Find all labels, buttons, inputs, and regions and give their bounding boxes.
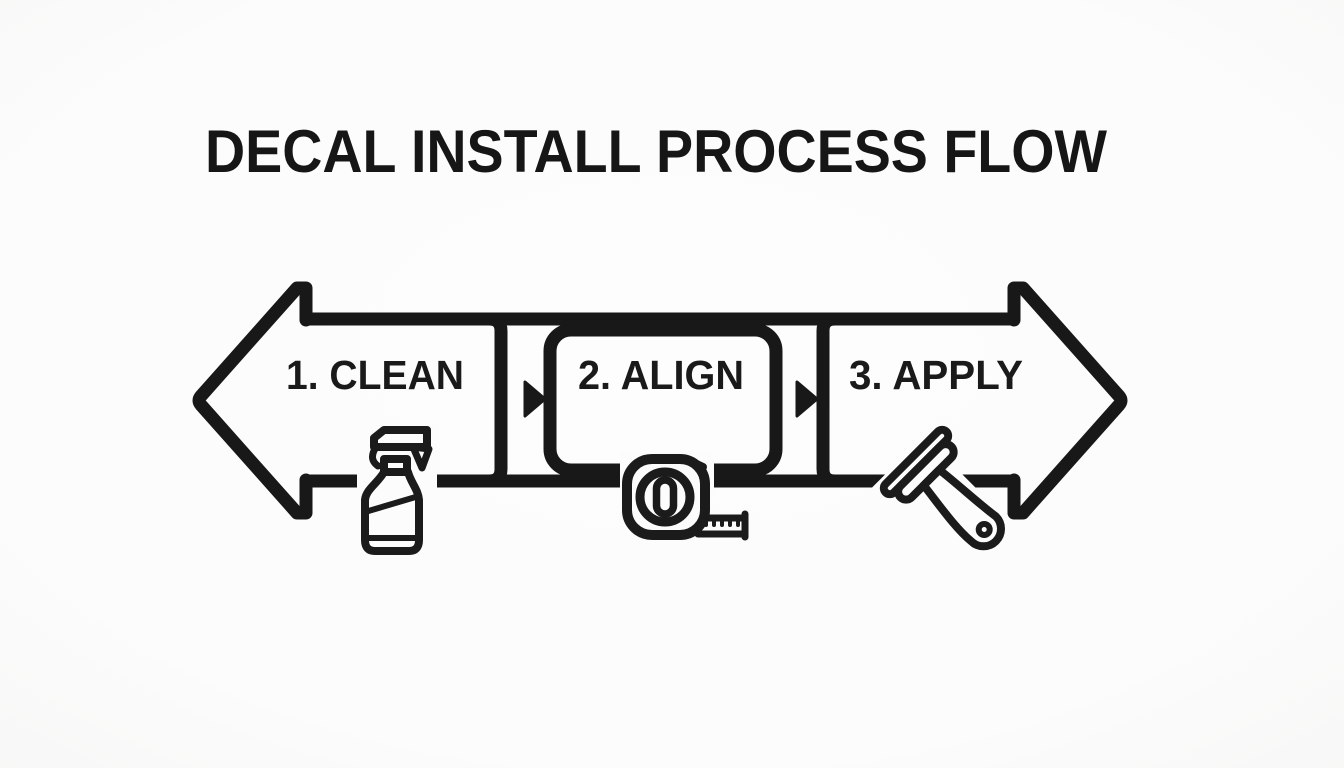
- spray-bottle-icon: [357, 423, 437, 558]
- step-3-label: 3. APPLY: [849, 352, 1023, 398]
- squeegee-icon: [871, 417, 1017, 563]
- step2-cell-box: [543, 323, 783, 477]
- right-arrowhead: [1007, 281, 1128, 520]
- figure-title: DECAL INSTALL PROCESS FLOW: [205, 118, 1107, 185]
- step-2-label: 2. ALIGN: [578, 352, 744, 398]
- tape-measure-icon: [620, 452, 754, 542]
- step1-cell-right-edge: [482, 312, 508, 488]
- flow-triangle-1-icon: [523, 380, 547, 418]
- step-1-label: 1. CLEAN: [286, 352, 464, 398]
- flow-triangle-2-icon: [795, 380, 819, 418]
- step3-cell-left-edge: [816, 312, 842, 488]
- left-arrowhead: [192, 281, 313, 520]
